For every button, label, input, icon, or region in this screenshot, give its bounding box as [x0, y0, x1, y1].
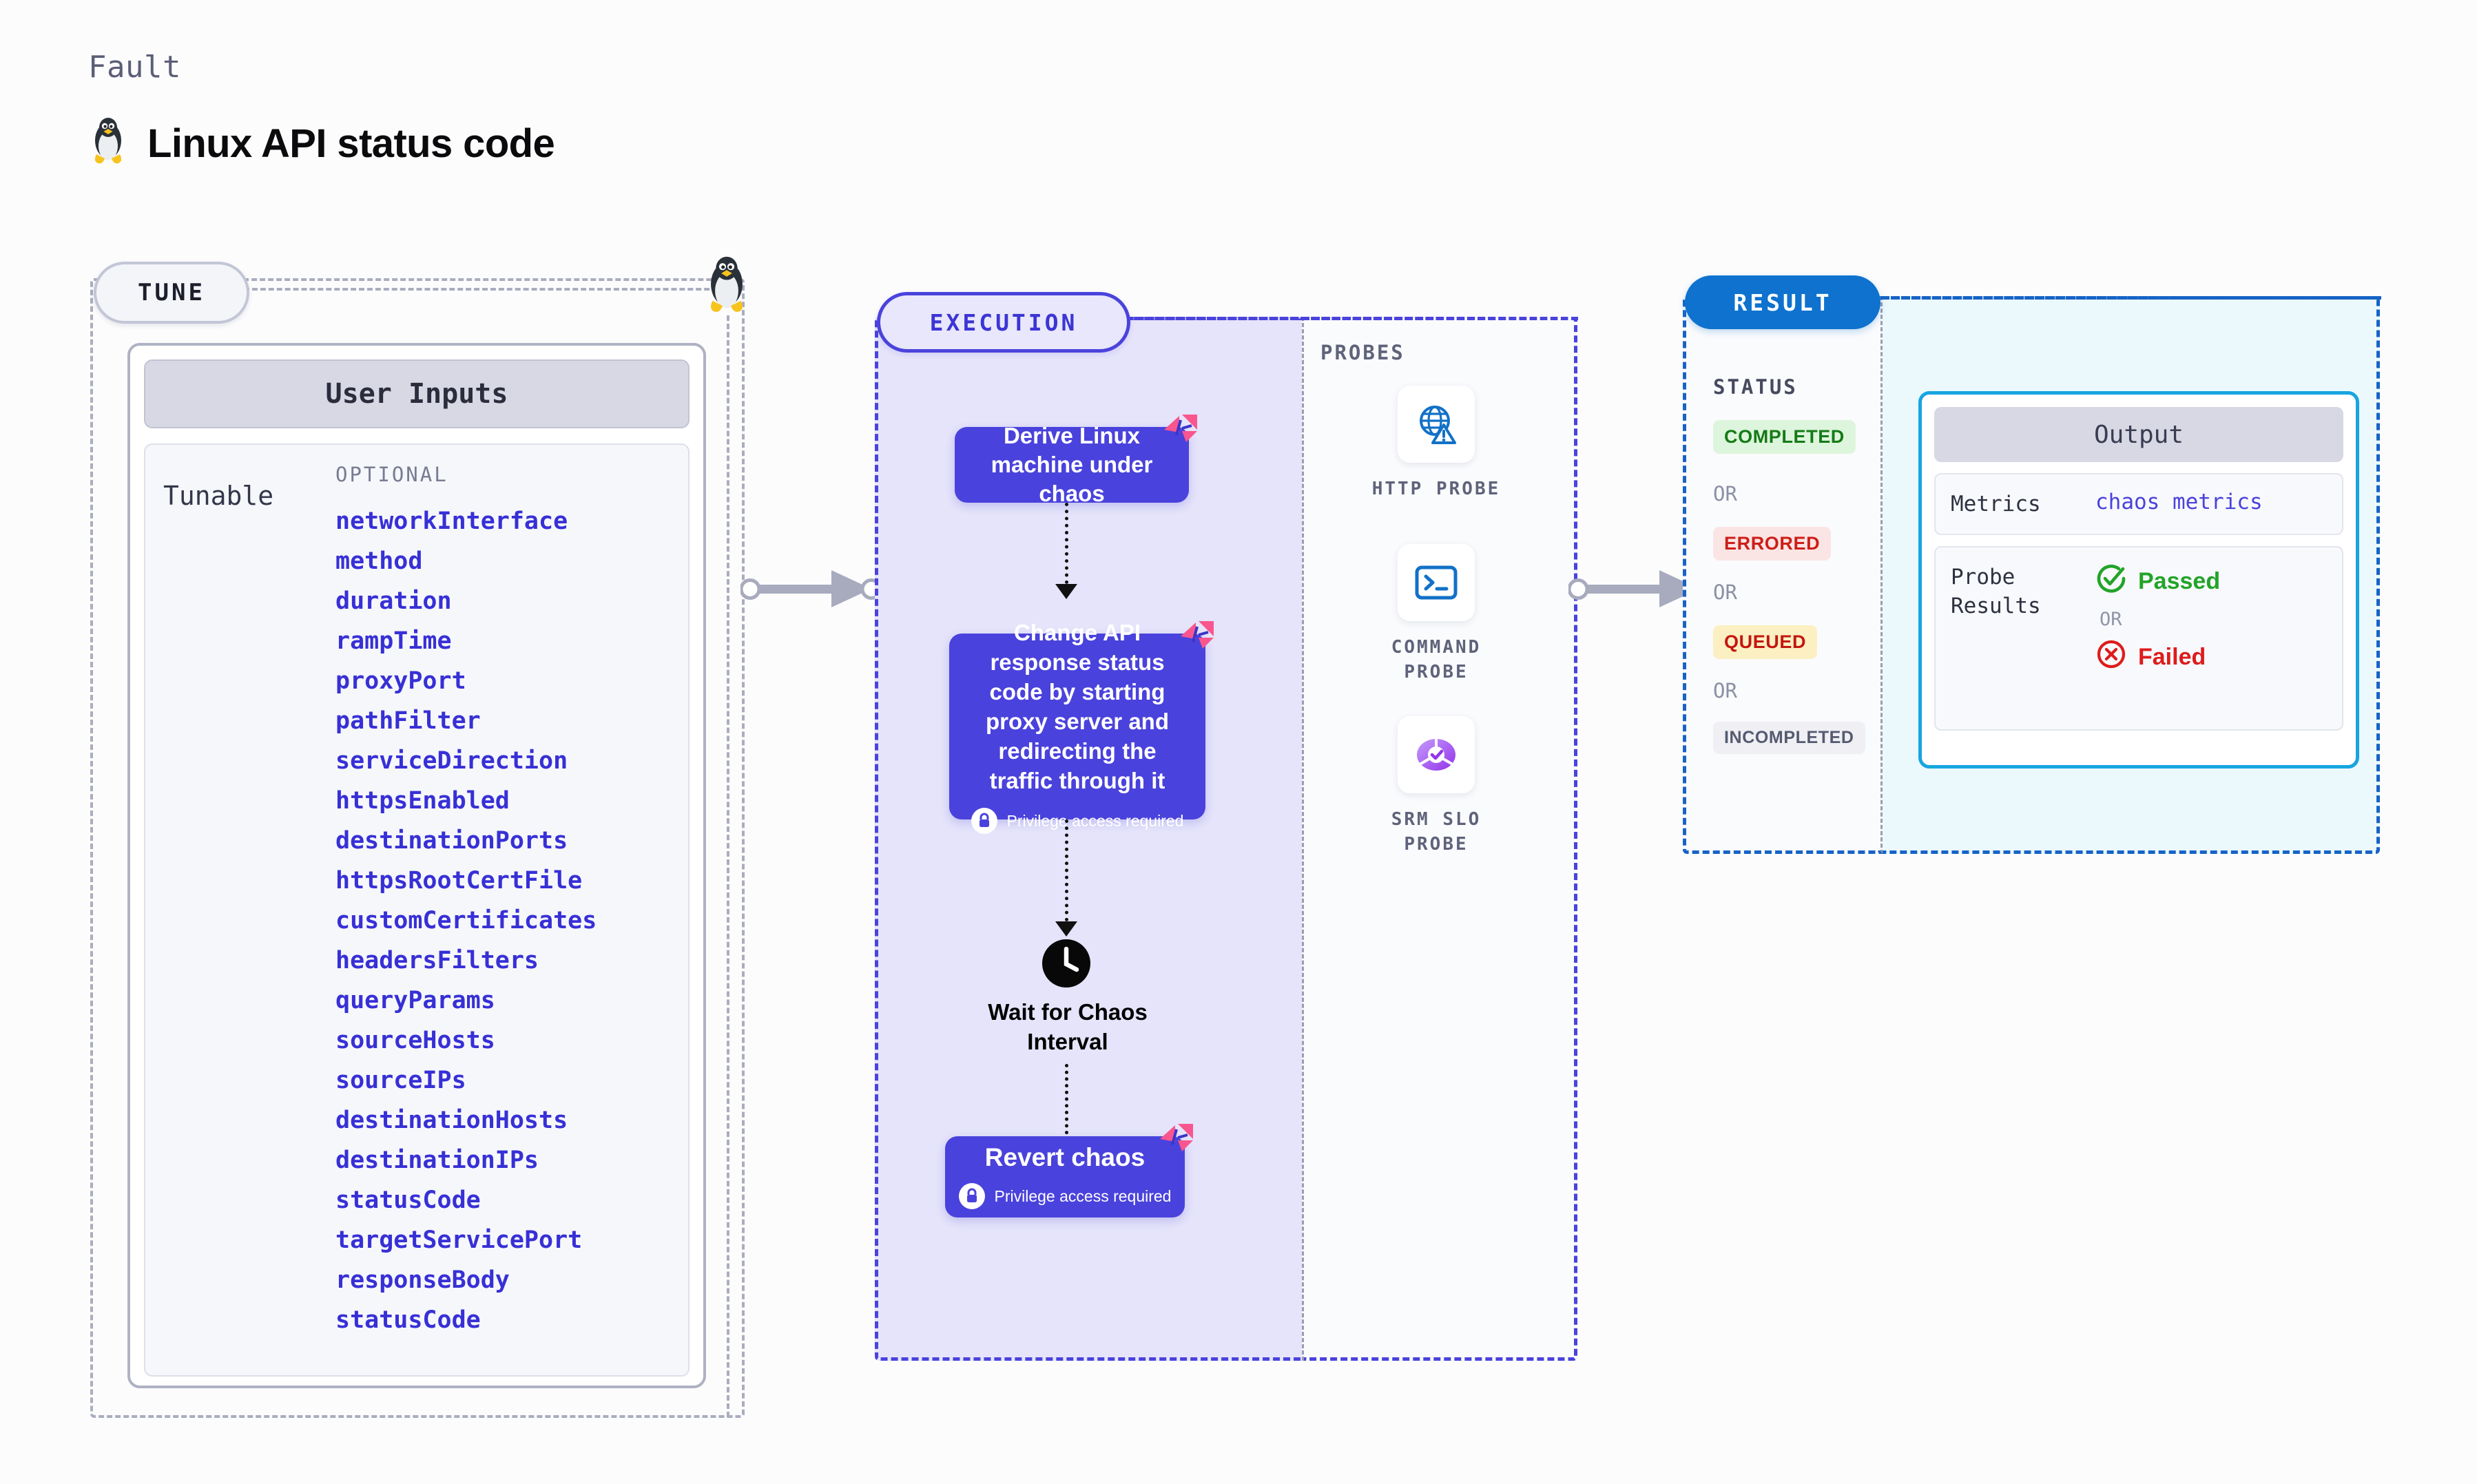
probe-results-key: Probe Results — [1951, 565, 2041, 618]
tune-connector-line — [244, 288, 726, 291]
result-status-section — [1683, 296, 1883, 854]
execution-node-revert-chaos[interactable]: Revert chaos Privilege access required — [945, 1124, 1193, 1217]
page-title-row: Linux API status code — [88, 117, 555, 170]
execution-node-derive-linux-machine[interactable]: Derive Linux machine under chaos — [955, 415, 1197, 506]
check-circle-icon — [2095, 563, 2127, 600]
tunable-param[interactable]: duration — [335, 587, 452, 615]
harness-flag-icon — [1178, 618, 1218, 653]
tunable-param[interactable]: sourceIPs — [335, 1067, 466, 1094]
tunable-param[interactable]: rampTime — [335, 627, 452, 655]
tunable-param[interactable]: responseBody — [335, 1266, 510, 1294]
probes-divider — [1302, 317, 1304, 1361]
probes-title: PROBES — [1320, 341, 1405, 364]
wait-for-chaos-interval-label: Wait for Chaos Interval — [988, 999, 1148, 1054]
output-card: Output Metrics chaos metrics Probe Resul… — [1918, 391, 2359, 769]
execution-top-dashed-edge — [1123, 317, 1578, 320]
tunable-param[interactable]: proxyPort — [335, 667, 466, 695]
lock-icon — [971, 808, 997, 834]
srm-slo-donut-icon — [1398, 716, 1475, 793]
metrics-value[interactable]: chaos metrics — [2095, 490, 2263, 514]
tunable-row-label: Tunable — [163, 481, 274, 511]
user-inputs-title: User Inputs — [144, 359, 690, 428]
output-title: Output — [1934, 407, 2343, 462]
tunable-panel: Tunable OPTIONAL networkInterface method… — [144, 443, 690, 1377]
tunable-param[interactable]: pathFilter — [335, 707, 481, 735]
privilege-access-label: Privilege access required — [1006, 811, 1184, 830]
probe-result-failed: Failed — [2095, 638, 2342, 676]
optional-group-label: OPTIONAL — [335, 463, 448, 486]
privilege-access-note: Privilege access required — [958, 1180, 1172, 1212]
tunable-param[interactable]: targetServicePort — [335, 1226, 583, 1254]
tunable-param[interactable]: destinationIPs — [335, 1147, 539, 1174]
metrics-key: Metrics — [1951, 492, 2041, 516]
probes-section — [1302, 317, 1577, 1361]
execution-section-chip[interactable]: EXECUTION — [877, 292, 1130, 353]
or-separator: OR — [1713, 679, 1737, 702]
or-separator: OR — [1713, 482, 1737, 505]
tunable-param[interactable]: sourceHosts — [335, 1027, 495, 1054]
probe-item-srm-slo[interactable]: SRM SLO PROBE — [1357, 716, 1515, 857]
tunable-param[interactable]: networkInterface — [335, 508, 568, 535]
result-top-dashed-edge — [1880, 296, 2381, 300]
linux-tux-icon — [88, 117, 128, 170]
status-badge-errored: ERRORED — [1713, 527, 1832, 561]
execution-node-change-api-status-code[interactable]: Change API response status code by start… — [949, 620, 1214, 834]
result-section-chip[interactable]: RESULT — [1685, 275, 1880, 329]
execution-node-label: Derive Linux machine under chaos — [991, 423, 1153, 506]
tune-section-chip[interactable]: TUNE — [94, 262, 249, 324]
passed-label: Passed — [2138, 568, 2221, 594]
execution-node-label: Revert chaos — [984, 1143, 1146, 1171]
tunable-param[interactable]: destinationHosts — [335, 1107, 568, 1134]
probe-item-command[interactable]: COMMAND PROBE — [1357, 544, 1515, 684]
lock-icon — [958, 1183, 985, 1209]
probe-label: COMMAND PROBE — [1391, 637, 1482, 682]
tunable-param[interactable]: statusCode — [335, 1187, 481, 1214]
terminal-icon — [1398, 544, 1475, 621]
flow-connector — [1065, 1064, 1068, 1188]
flow-connector — [1065, 819, 1068, 921]
or-separator: OR — [1713, 581, 1737, 604]
tunable-parameter-list: OPTIONAL networkInterface method duratio… — [335, 463, 688, 1375]
tunable-param[interactable]: statusCode — [335, 1306, 481, 1334]
output-row-metrics: Metrics chaos metrics — [1934, 473, 2343, 535]
linux-tux-icon — [703, 255, 751, 317]
privilege-access-note: Privilege access required — [971, 806, 1184, 836]
or-separator: OR — [2100, 609, 2122, 630]
tune-section — [90, 278, 745, 1418]
output-row-probe-results: Probe Results Passed OR — [1934, 546, 2343, 731]
tunable-param[interactable]: httpsEnabled — [335, 787, 510, 815]
flow-connector — [1065, 503, 1068, 584]
harness-flag-icon — [1157, 1121, 1197, 1156]
flow-arrow-tune-to-execution — [739, 565, 882, 616]
probe-label: SRM SLO PROBE — [1391, 809, 1482, 855]
privilege-access-label: Privilege access required — [994, 1187, 1172, 1205]
tunable-param[interactable]: customCertificates — [335, 907, 597, 934]
execution-node-label: Change API response status code by start… — [986, 619, 1169, 793]
fault-eyebrow-label: Fault — [88, 50, 181, 85]
tunable-param[interactable]: serviceDirection — [335, 747, 568, 775]
tunable-param[interactable]: queryParams — [335, 987, 495, 1014]
failed-label: Failed — [2138, 644, 2206, 670]
clock-icon — [1041, 938, 1092, 989]
user-inputs-card: User Inputs Tunable OPTIONAL networkInte… — [127, 343, 706, 1388]
status-badge-incompleted: INCOMPLETED — [1713, 722, 1865, 754]
harness-flag-icon — [1161, 412, 1201, 446]
globe-warning-icon — [1398, 386, 1475, 463]
tunable-param[interactable]: destinationPorts — [335, 827, 568, 855]
status-badge-queued: QUEUED — [1713, 625, 1818, 659]
tunable-param[interactable]: httpsRootCertFile — [335, 867, 583, 895]
probe-result-passed: Passed — [2095, 563, 2342, 600]
tune-right-dashed-edge — [727, 315, 729, 1417]
tunable-param[interactable]: method — [335, 547, 423, 575]
status-badge-completed: COMPLETED — [1713, 420, 1856, 454]
page-title: Linux API status code — [147, 121, 555, 166]
probe-item-http[interactable]: HTTP PROBE — [1357, 386, 1515, 501]
status-title: STATUS — [1713, 375, 1798, 399]
probe-label: HTTP PROBE — [1371, 479, 1501, 499]
tunable-param[interactable]: headersFilters — [335, 947, 539, 974]
flow-arrowhead — [1055, 584, 1077, 599]
x-circle-icon — [2095, 638, 2127, 676]
flow-arrowhead — [1055, 921, 1077, 937]
